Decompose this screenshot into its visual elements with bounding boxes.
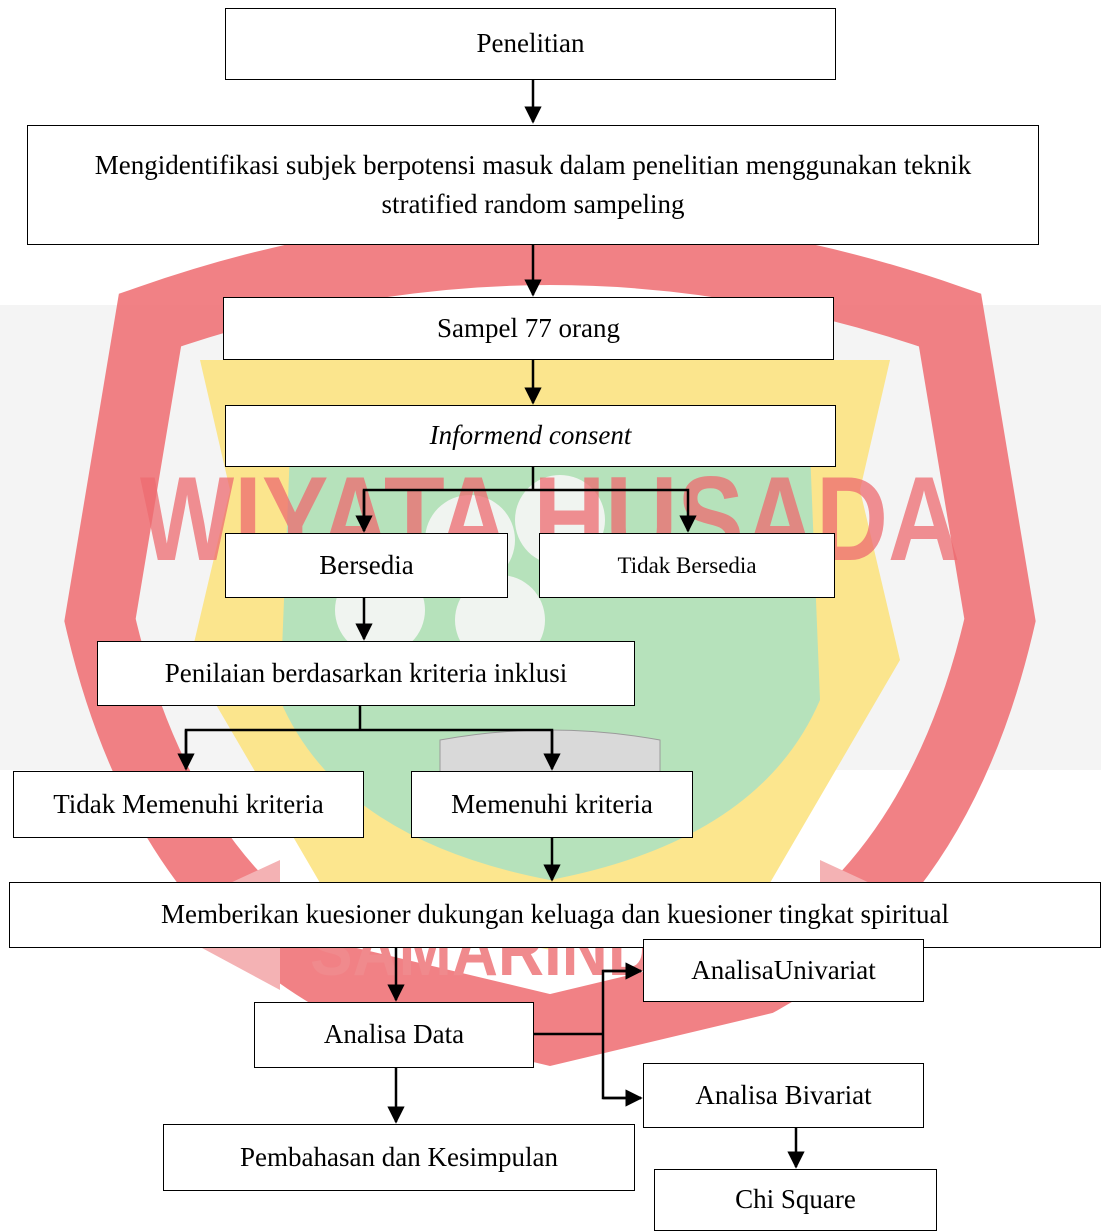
bivariat-label: Analisa Bivariat (695, 1079, 872, 1110)
box-memenuhi: Memenuhi kriteria (411, 771, 693, 838)
sampel-label: Sampel 77 orang (437, 312, 620, 343)
kuesioner-label: Memberikan kuesioner dukungan keluaga da… (160, 899, 950, 930)
box-identifikasi: Mengidentifikasi subjek berpotensi masuk… (27, 125, 1039, 245)
penilaian-label: Penilaian berdasarkan kriteria inklusi (164, 657, 568, 688)
box-penilaian: Penilaian berdasarkan kriteria inklusi (97, 641, 635, 706)
memenuhi-label: Memenuhi kriteria (451, 788, 653, 819)
tidak-bersedia-label: Tidak Bersedia (617, 552, 757, 578)
penelitian-label: Penelitian (476, 28, 585, 59)
box-tidak-memenuhi: Tidak Memenuhi kriteria (13, 771, 364, 838)
box-kuesioner: Memberikan kuesioner dukungan keluaga da… (9, 882, 1101, 948)
box-analisa-data: Analisa Data (254, 1002, 534, 1068)
box-tidak-bersedia: Tidak Bersedia (539, 533, 835, 598)
box-penelitian: Penelitian (225, 8, 836, 80)
box-chi-square: Chi Square (654, 1169, 937, 1231)
pembahasan-label: Pembahasan dan Kesimpulan (240, 1141, 558, 1172)
identifikasi-label: Mengidentifikasi subjek berpotensi masuk… (94, 149, 972, 219)
branch-penilaian (184, 706, 554, 767)
branch-consent (362, 467, 688, 531)
box-analisa-univariat: AnalisaUnivariat (643, 939, 924, 1002)
chi-square-label: Chi Square (735, 1184, 856, 1215)
branch-analisa-data (534, 969, 641, 1100)
box-informed-consent: Informend consent (225, 405, 836, 467)
box-pembahasan: Pembahasan dan Kesimpulan (163, 1124, 635, 1191)
box-analisa-bivariat: Analisa Bivariat (643, 1063, 924, 1128)
bersedia-label: Bersedia (319, 549, 414, 580)
consent-label: Informend consent (429, 420, 632, 451)
univariat-label: AnalisaUnivariat (691, 954, 876, 985)
box-sampel: Sampel 77 orang (223, 297, 834, 360)
analisa-data-label: Analisa Data (323, 1019, 465, 1050)
box-bersedia: Bersedia (225, 533, 508, 598)
tidak-memenuhi-label: Tidak Memenuhi kriteria (53, 788, 324, 819)
watermark-red-ring (64, 215, 1036, 1066)
